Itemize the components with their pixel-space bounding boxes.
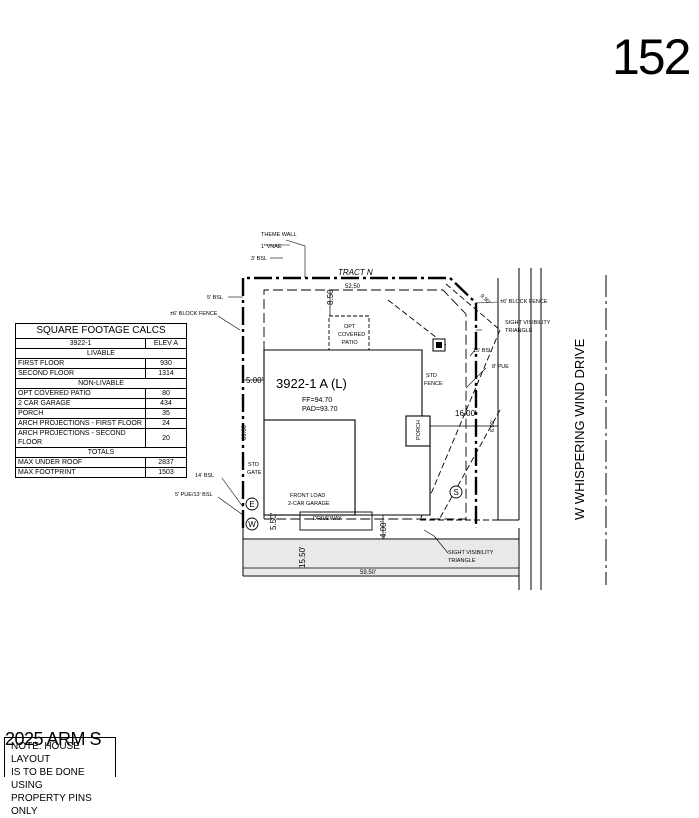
row-value: 35 <box>145 408 187 419</box>
row-label: SECOND FLOOR <box>15 368 146 379</box>
bsl-3-label: 3' BSL <box>251 256 267 262</box>
patio-label-3: PATIO <box>342 340 358 346</box>
row-label: PORCH <box>15 408 146 419</box>
patio-label-1: OPT <box>344 324 356 330</box>
row-value: 80 <box>145 388 187 399</box>
row-value: 930 <box>145 358 187 369</box>
copyright-watermark: 2025 ARM S <box>5 729 102 749</box>
table-title: SQUARE FOOTAGE CALCS <box>15 323 187 339</box>
ac-unit-core <box>436 342 442 348</box>
marker-e <box>245 497 259 511</box>
note-line-2: IS TO BE DONE USING <box>11 767 85 791</box>
theme-wall-label: THEME WALL <box>261 232 297 238</box>
site-plan-drawing: E W S TRACT N 3922-1 A (L) FF=94.70 PAD=… <box>170 232 607 590</box>
dim-bottom-front: 5.50' <box>269 512 278 530</box>
lot-number: 152 <box>612 29 691 85</box>
row-label: ARCH PROJECTIONS - FIRST FLOOR <box>15 418 146 429</box>
row-label: ARCH PROJECTIONS - SECOND FLOOR <box>15 428 146 448</box>
triangle-top-label: TRIANGLE <box>505 328 533 334</box>
table-row: MAX UNDER ROOF 2837 <box>15 457 187 468</box>
table-row: ARCH PROJECTIONS - FIRST FLOOR 24 <box>15 418 187 429</box>
row-value: 2837 <box>145 457 187 468</box>
leader-lines <box>217 239 499 554</box>
table-row: PORCH 35 <box>15 408 187 419</box>
livable-header: LIVABLE <box>15 348 187 359</box>
std-fence-label-2: FENCE <box>424 381 443 387</box>
vnae-label: 1' VNAE <box>261 244 282 250</box>
table-row: 2 CAR GARAGE 434 <box>15 398 187 409</box>
row-value: 24 <box>145 418 187 429</box>
row-label: OPT COVERED PATIO <box>15 388 146 399</box>
driveway-label: DRIVEWAY <box>313 516 342 522</box>
dim-left-side: 69.00 <box>242 424 248 440</box>
dim-bottom-drive: 4.00' <box>379 520 388 538</box>
sidewalk-stipple <box>244 540 518 575</box>
house-footprint <box>263 349 431 516</box>
table-elevation: ELEV A <box>145 338 187 349</box>
dim-depth-top: 8.50 <box>326 289 335 305</box>
block-fence-right-label: ±6' BLOCK FENCE <box>500 299 548 305</box>
table-plan: 3922-1 <box>15 338 146 349</box>
sight-visibility-triangles <box>387 283 501 521</box>
dim-right-small: 6.00' <box>490 420 496 432</box>
sight-visibility-bottom-label: SIGHT VISIBILITY <box>448 550 494 556</box>
table-row: MAX FOOTPRINT 1503 <box>15 467 187 478</box>
marker-w-label: W <box>248 520 256 529</box>
street-edges <box>242 268 607 590</box>
opt-covered-patio <box>328 315 370 352</box>
front-load-label-1: FRONT LOAD <box>290 493 325 499</box>
marker-s-label: S <box>453 488 458 497</box>
bsl-5-label: 5' BSL <box>207 295 223 301</box>
marker-w <box>245 517 259 531</box>
pad-elevation: PAD=93.70 <box>302 406 338 413</box>
street-name: W WHISPERING WIND DRIVE <box>572 338 587 520</box>
row-value: 20 <box>145 428 187 448</box>
totals-header: TOTALS <box>15 447 187 458</box>
bsl-14-label: 14' BSL <box>195 473 214 479</box>
sight-visibility-top-label: SIGHT VISIBILITY <box>505 320 551 326</box>
std-gate-label: STD <box>248 462 259 468</box>
marker-e-label: E <box>249 500 254 509</box>
row-value: 1314 <box>145 368 187 379</box>
driveway <box>299 511 373 531</box>
non-livable-header: NON-LIVABLE <box>15 378 187 389</box>
row-value: 1503 <box>145 467 187 478</box>
tract-label: TRACT N <box>338 268 373 277</box>
row-value: 434 <box>145 398 187 409</box>
dim-right-setback: 16.00' <box>455 409 477 418</box>
dim-bottom-width: 59.50' <box>360 570 376 576</box>
setback-lines <box>263 289 467 520</box>
bsl-15-label: 15' BSL <box>473 348 492 354</box>
row-label: MAX UNDER ROOF <box>15 457 146 468</box>
row-label: 2 CAR GARAGE <box>15 398 146 409</box>
finish-floor: FF=94.70 <box>302 397 332 404</box>
note-line-3: PROPERTY PINS ONLY <box>11 793 92 817</box>
dimension-lines <box>243 290 519 569</box>
pue-8-label: 8' PUE <box>492 364 509 370</box>
table-row: ARCH PROJECTIONS - SECOND FLOOR 20 <box>15 428 187 448</box>
square-footage-table: SQUARE FOOTAGE CALCS 3922-1 ELEV A LIVAB… <box>15 323 187 478</box>
plan-label: 3922-1 A (L) <box>276 376 347 391</box>
table-row: SECOND FLOOR 1314 <box>15 368 187 379</box>
pue-bsl-label: 5' PUE/13' BSL <box>175 492 213 498</box>
triangle-bottom-label: TRIANGLE <box>448 558 476 564</box>
table-row: OPT COVERED PATIO 80 <box>15 388 187 399</box>
dim-bottom-depth: 15.50' <box>298 546 307 568</box>
note-line-1: NOTE: HOUSE LAYOUT <box>11 741 80 765</box>
front-load-label-2: 2-CAR GARAGE <box>288 501 330 507</box>
row-label: FIRST FLOOR <box>15 358 146 369</box>
porch-label: PORCH <box>416 420 422 440</box>
patio-label-2: COVERED <box>338 332 365 338</box>
table-row: FIRST FLOOR 930 <box>15 358 187 369</box>
std-gate-label-2: GATE <box>247 470 262 476</box>
row-label: MAX FOOTPRINT <box>15 467 146 478</box>
dim-left-setback: 5.00' <box>246 376 264 385</box>
dim-diagonal: 9.90' <box>479 293 492 306</box>
block-fence-left-label: ±6' BLOCK FENCE <box>170 311 218 317</box>
marker-s <box>449 485 463 499</box>
dim-top: 52.50 <box>345 284 361 290</box>
std-fence-label: STD <box>426 373 437 379</box>
